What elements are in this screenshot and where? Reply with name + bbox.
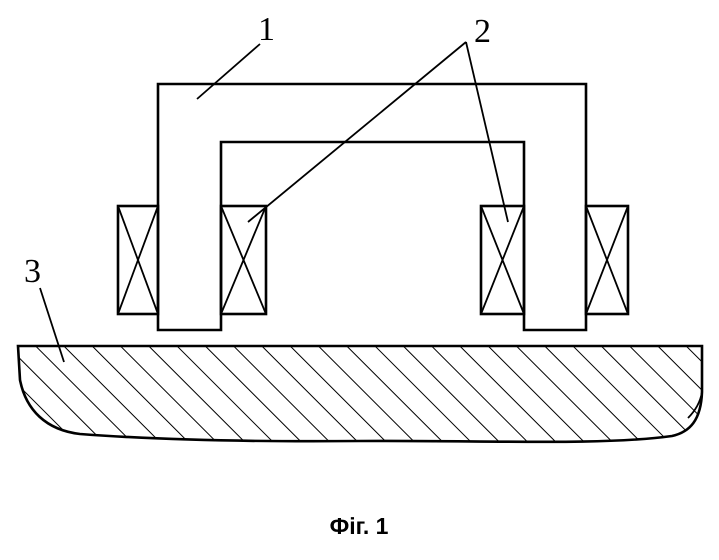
leader-winding-left xyxy=(247,41,467,223)
plate-outline xyxy=(16,344,704,444)
base-plate xyxy=(16,344,704,444)
winding-left-outer xyxy=(116,204,160,316)
figure-caption: Фіг. 1 xyxy=(330,513,389,539)
leader-core xyxy=(196,43,261,100)
plate-hatching xyxy=(18,346,702,442)
winding-left-inner xyxy=(219,204,268,316)
leader-winding-right xyxy=(465,41,509,223)
label-plate: 3 xyxy=(24,253,41,290)
winding-right-inner xyxy=(479,204,526,316)
plate-edge-detail xyxy=(687,391,703,419)
leader-plate xyxy=(39,287,65,363)
label-core: 1 xyxy=(258,11,275,48)
label-windings: 2 xyxy=(474,13,491,50)
winding-right-outer xyxy=(584,204,630,316)
